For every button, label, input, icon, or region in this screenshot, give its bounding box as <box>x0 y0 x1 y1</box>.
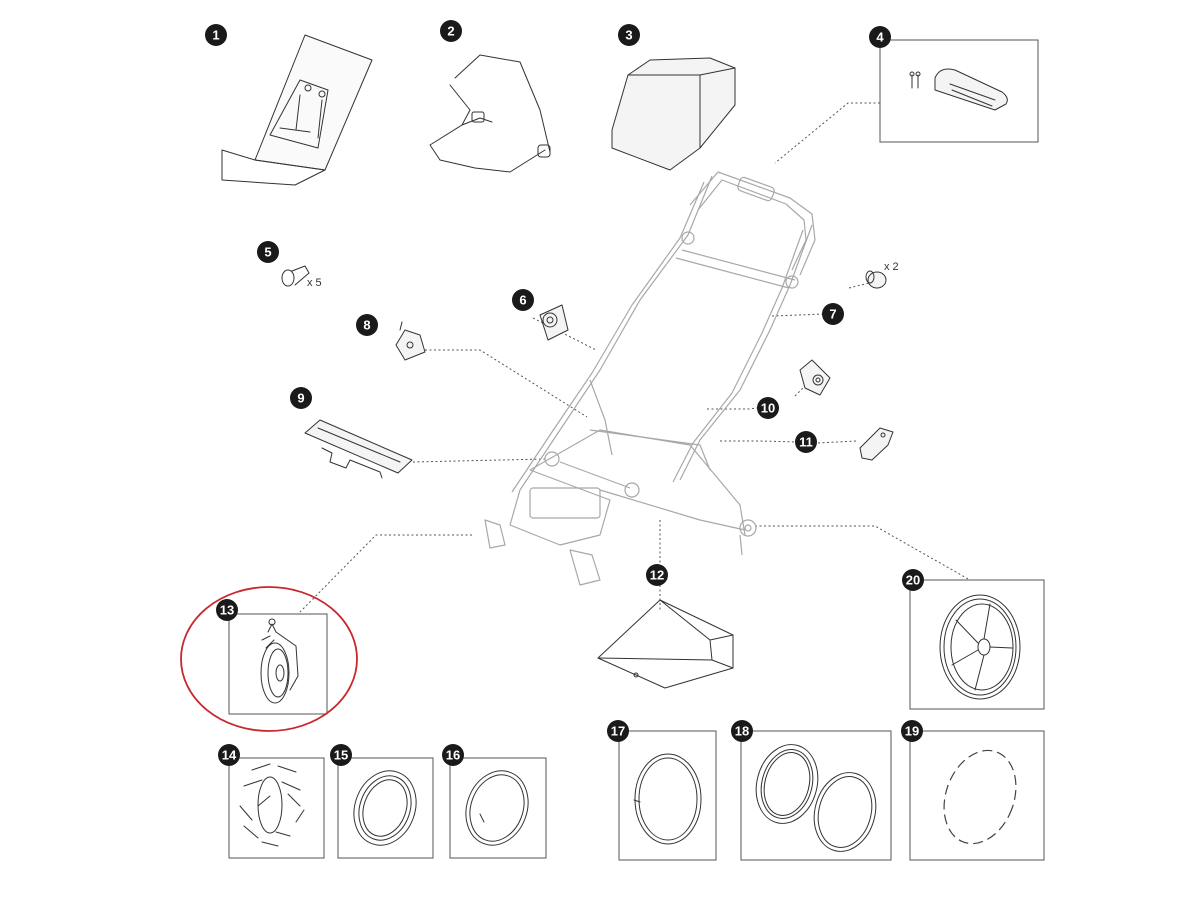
part-badge-4: 4 <box>869 26 891 48</box>
part-number-label: 19 <box>905 724 919 739</box>
part-badge-circle <box>356 314 378 336</box>
part-number-label: 13 <box>220 603 234 618</box>
part-13-front-swivel-wheel-icon <box>228 613 328 715</box>
part-6-hinge-adapter-icon <box>539 304 569 341</box>
part-badge-11: 11 <box>795 431 817 453</box>
part-number-label: 8 <box>363 318 370 333</box>
part-12-storage-basket-icon <box>597 599 734 689</box>
part-number-label: 5 <box>264 245 271 260</box>
part-badge-circle <box>218 744 240 766</box>
part-number-label: 11 <box>799 435 813 450</box>
part-number-label: 7 <box>829 307 836 322</box>
part-number-label: 6 <box>519 293 526 308</box>
part-badge-circle <box>257 241 279 263</box>
part-badge-19: 19 <box>901 720 923 742</box>
part-badge-circle <box>512 289 534 311</box>
part-badge-2: 2 <box>440 20 462 42</box>
part-number-label: 2 <box>447 24 454 39</box>
part-badge-12: 12 <box>646 564 668 586</box>
part-badge-13: 13 <box>216 599 238 621</box>
part-number-label: 15 <box>334 748 348 763</box>
part-badge-10: 10 <box>757 397 779 419</box>
part-18-tire-pair-icon <box>740 730 892 861</box>
part-badge-14: 14 <box>218 744 240 766</box>
part-badge-circle <box>757 397 779 419</box>
part-badge-16: 16 <box>442 744 464 766</box>
part-number-label: 10 <box>761 401 775 416</box>
part-badge-circle <box>822 303 844 325</box>
part-badge-9: 9 <box>290 387 312 409</box>
part-16-tire-icon <box>449 757 547 859</box>
part-3-canopy-icon <box>611 57 736 171</box>
part-1-infant-seat-insert-icon <box>221 34 373 186</box>
part-19-reflector-strip-icon <box>909 730 1045 861</box>
part-number-label: 14 <box>222 748 237 763</box>
part-badge-circle <box>795 431 817 453</box>
part-badge-circle <box>216 599 238 621</box>
part-8-bracket-icon <box>395 321 426 361</box>
part-10-fold-lock-icon <box>799 359 831 396</box>
part-15-tire-icon <box>337 757 434 859</box>
part-number-label: 12 <box>650 568 664 583</box>
part-4-handlebar-grip-kit-icon <box>879 39 1039 143</box>
part-7-end-cap-icon <box>865 270 887 289</box>
part-badge-15: 15 <box>330 744 352 766</box>
part-20-rear-wheel-icon <box>909 579 1045 710</box>
part-number-label: 16 <box>446 748 460 763</box>
part-badge-6: 6 <box>512 289 534 311</box>
part-badge-circle <box>205 24 227 46</box>
part-badge-circle <box>618 24 640 46</box>
part-9-seat-plate-icon <box>304 419 413 479</box>
part-11-clip-icon <box>859 427 894 461</box>
highlight-circle <box>180 586 358 732</box>
part-badge-circle <box>731 720 753 742</box>
part-badge-circle <box>607 720 629 742</box>
part-number-label: 18 <box>735 724 749 739</box>
part-badge-5: 5 <box>257 241 279 263</box>
part-badge-3: 3 <box>618 24 640 46</box>
part-badge-circle <box>646 564 668 586</box>
part-badge-1: 1 <box>205 24 227 46</box>
part-number-label: 4 <box>876 30 884 45</box>
part-badge-20: 20 <box>902 569 924 591</box>
part-badge-18: 18 <box>731 720 753 742</box>
part-number-label: 3 <box>625 28 632 43</box>
part-5-quantity: x 5 <box>307 277 322 289</box>
part-2-bumper-bar-icon <box>429 54 551 173</box>
part-badge-circle <box>869 26 891 48</box>
stroller-frame <box>484 171 816 586</box>
part-number-label: 17 <box>611 724 625 739</box>
part-number-label: 9 <box>297 391 304 406</box>
part-badge-7: 7 <box>822 303 844 325</box>
part-7-quantity: x 2 <box>884 261 899 273</box>
part-badge-circle <box>330 744 352 766</box>
part-badge-circle <box>440 20 462 42</box>
part-5-screw-icon <box>281 265 310 287</box>
part-badge-17: 17 <box>607 720 629 742</box>
leader-lines <box>299 102 971 613</box>
part-badge-circle <box>902 569 924 591</box>
part-14-spoke-reflector-set-icon <box>228 757 325 859</box>
part-number-label: 20 <box>906 573 920 588</box>
part-badge-circle <box>290 387 312 409</box>
part-badge-circle <box>442 744 464 766</box>
part-badge-8: 8 <box>356 314 378 336</box>
part-number-label: 1 <box>212 28 219 43</box>
part-badge-circle <box>901 720 923 742</box>
part-17-inner-tube-icon <box>618 730 717 861</box>
